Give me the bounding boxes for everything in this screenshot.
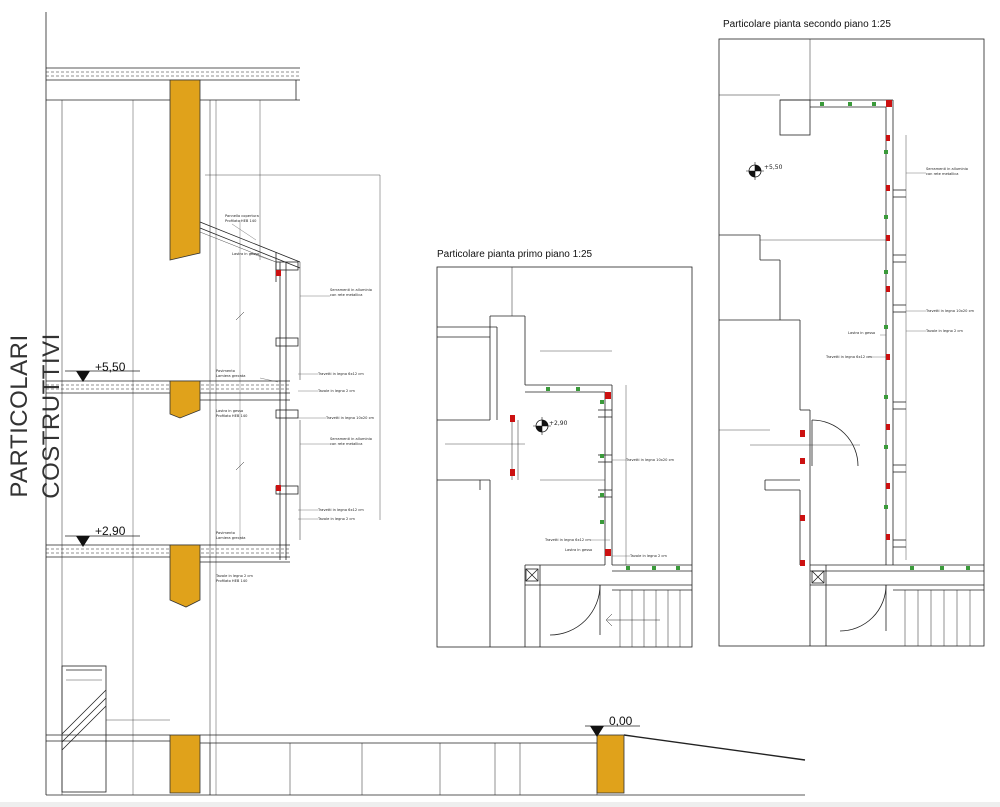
plan1-label-joist: Travetti in legno 6x12 cm [544, 538, 591, 542]
label-plaster-top: Lastra in gesso [232, 252, 259, 256]
plan1-annotations: Travetti in legno 10x20 cm Travetti in l… [544, 420, 675, 558]
label-board0-a: Tavole in legno 2 cm [215, 574, 253, 578]
label-window2-a: Serramenti in alluminio [330, 437, 372, 441]
plan1-level-marker [533, 417, 551, 435]
label-window2-b: con rete metallica [330, 442, 362, 446]
plan2-frame [718, 38, 985, 647]
label-window1-b: con rete metallica [330, 293, 362, 297]
level-label-000: 0,00 [609, 714, 633, 728]
plan1-label-beam: Travetti in legno 10x20 cm [625, 458, 675, 462]
plan1-title: Particolare pianta primo piano 1:25 [437, 249, 593, 260]
steel-columns [169, 79, 625, 794]
label-board2: Tavole in legno 2 cm [317, 517, 355, 521]
plan2-label-board: Tavole in legno 2 cm [925, 329, 963, 333]
plan2-title: Particolare pianta secondo piano 1:25 [723, 19, 891, 30]
window-frames [546, 102, 970, 570]
plan2-label-plaster: Lastra in gesso [848, 331, 875, 335]
plan2-level: +5,50 [764, 164, 783, 171]
label-joist2: Travetti in legno 6x12 cm [317, 508, 364, 512]
label-roof-profile: Profilato HEB 140 [225, 219, 257, 223]
label-floor0-a: Pavimento [216, 531, 235, 535]
level-label-290: +2,90 [95, 524, 126, 538]
plan2-annotations: Serramenti in alluminio con rete metalli… [764, 164, 975, 359]
bottom-strip [0, 802, 1000, 807]
plan1-label-plaster: Lastra in gesso [565, 548, 592, 552]
plan1-level: +2,90 [549, 420, 568, 427]
plan2-label-window-b: con rete metallica [926, 172, 958, 176]
label-board1: Tavole in legno 2 cm [317, 389, 355, 393]
label-joist1: Travetti in legno 6x12 cm [317, 372, 364, 376]
label-board0-b: Profilato HEB 140 [216, 579, 248, 583]
level-marker-550 [65, 370, 140, 382]
leader-lines [231, 172, 926, 557]
plan1-frame [436, 266, 693, 648]
label-floor1-a: Pavimento [216, 369, 235, 373]
section-annotations: Pannello copertura Profilato HEB 140 Las… [215, 214, 375, 583]
building-section [45, 12, 806, 796]
plan2-label-beam: Travetti in legno 10x20 cm [925, 309, 975, 313]
label-window1-a: Serramenti in alluminio [330, 288, 372, 292]
label-roof-panel: Pannello copertura [225, 214, 259, 218]
label-floor0-b: Lamiera grecata [216, 536, 245, 540]
red-markers [276, 100, 892, 566]
plan2-label-joist: Travetti in legno 6x12 cm [825, 355, 872, 359]
plan2-level-marker [746, 162, 764, 180]
level-marker-000 [585, 725, 640, 737]
level-label-550: +5,50 [95, 360, 126, 374]
label-plaster-mid-b: Profilato HEB 140 [216, 414, 248, 418]
level-marker-290 [65, 535, 140, 547]
label-beam1: Travetti in legno 10x20 cm [325, 416, 375, 420]
label-floor1-b: Lamiera grecata [216, 374, 245, 378]
plan1-label-board: Tavole in legno 2 cm [629, 554, 667, 558]
label-plaster-mid-a: Lastra in gesso [216, 409, 243, 413]
plan2-label-window-a: Serramenti in alluminio [926, 167, 968, 171]
